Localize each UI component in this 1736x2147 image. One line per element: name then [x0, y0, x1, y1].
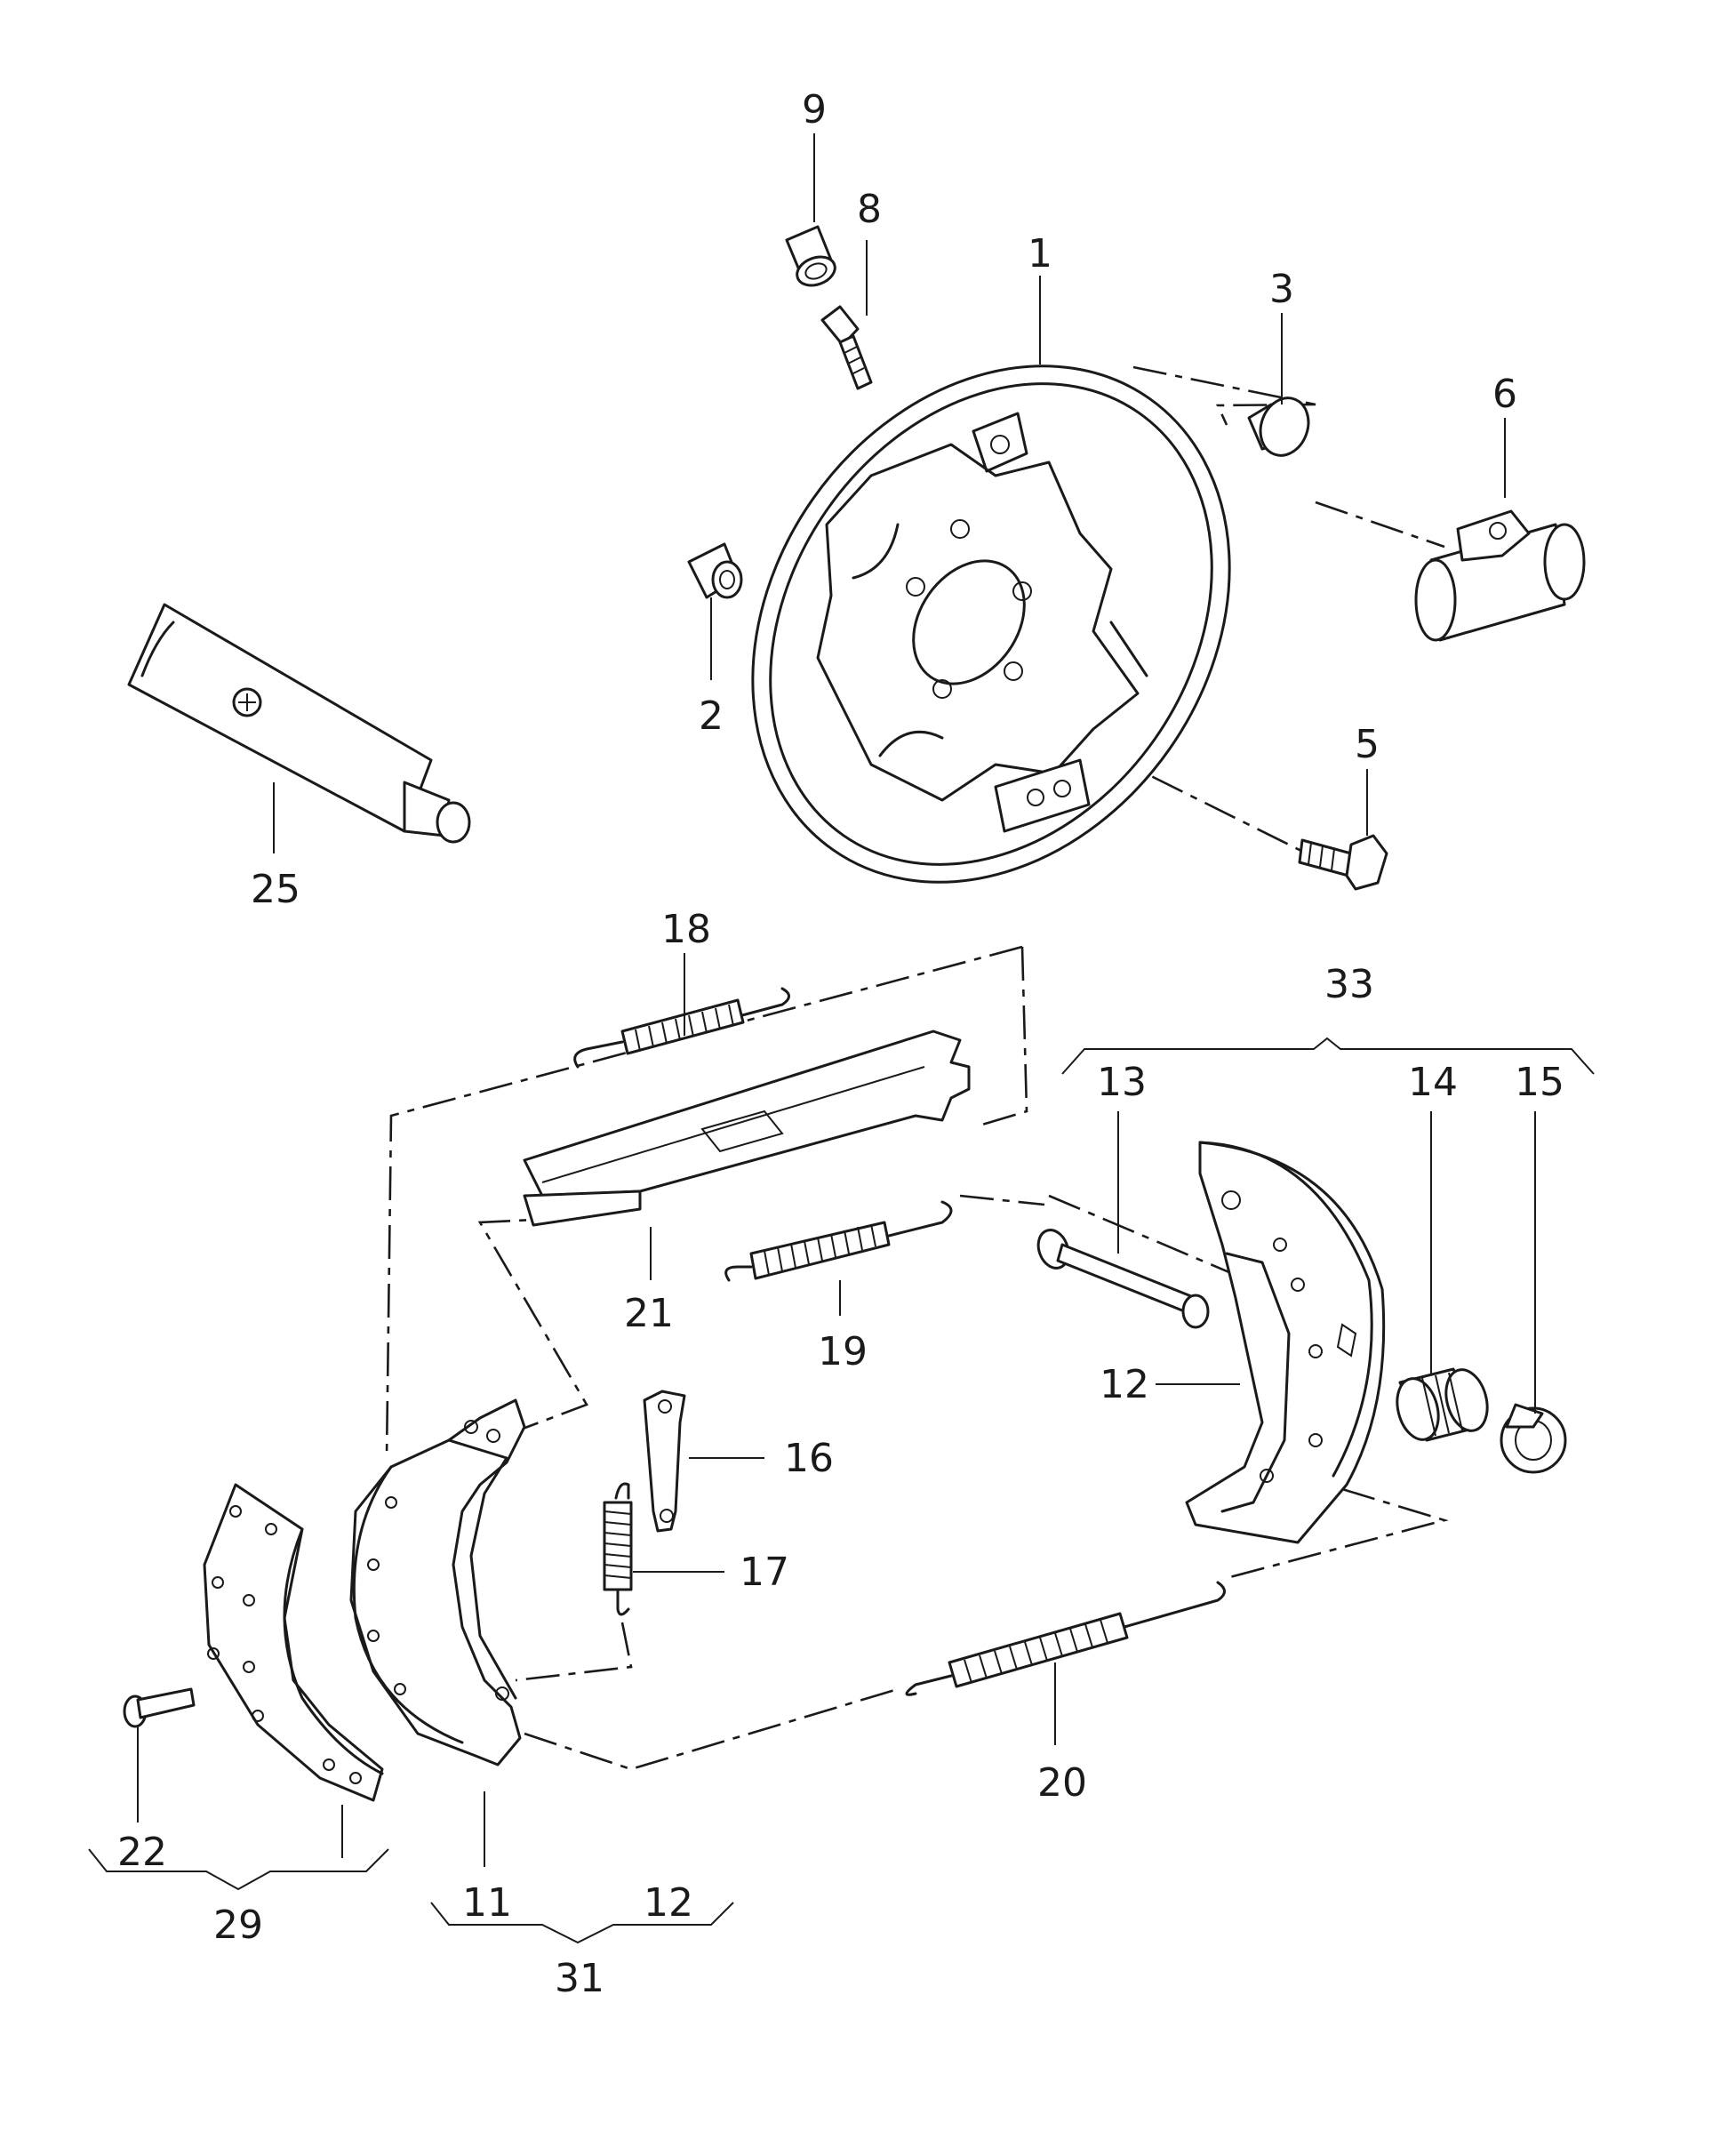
adjuster-sleeve-part-14: [1396, 1367, 1489, 1442]
label-15: 15: [1515, 1060, 1564, 1105]
backing-plate-part: [751, 365, 1231, 884]
label-2: 2: [699, 693, 724, 739]
callout-labels: 9 8 1 3 6 2 5 25 18 33 13 14 15 21 19 12…: [117, 87, 1564, 2001]
label-22: 22: [117, 1830, 167, 1875]
label-17: 17: [740, 1550, 789, 1595]
label-6: 6: [1492, 372, 1517, 417]
label-1: 1: [1028, 231, 1052, 276]
group-brackets: [88, 1037, 1595, 1944]
brake-lining-part-29: [203, 1483, 384, 1802]
spring-part-19: [724, 1200, 953, 1282]
label-29: 29: [213, 1903, 263, 1948]
label-12-bottom: 12: [644, 1880, 693, 1926]
bleeder-screw-part-8: [820, 305, 873, 390]
strut-part-21: [523, 1029, 971, 1227]
leader-lines: [137, 133, 1536, 1867]
label-31: 31: [555, 1956, 604, 2001]
label-25: 25: [251, 867, 300, 912]
label-11: 11: [462, 1880, 512, 1926]
spring-part-18: [573, 987, 790, 1069]
spring-part-17: [603, 1482, 633, 1616]
wheel-cylinder-part-6: [1414, 509, 1586, 642]
cap-part-3: [1247, 397, 1310, 457]
label-8: 8: [857, 187, 882, 232]
spring-part-20: [905, 1581, 1226, 1696]
lever-part-16: [643, 1390, 686, 1533]
bolt-part-5: [1298, 834, 1388, 891]
label-3: 3: [1269, 267, 1294, 312]
label-19: 19: [818, 1329, 868, 1374]
label-5: 5: [1355, 722, 1380, 767]
label-20: 20: [1037, 1760, 1087, 1806]
plug-part-2: [687, 542, 743, 599]
rivet-part-22: [123, 1687, 196, 1728]
adjuster-nut-part-15: [1500, 1403, 1567, 1474]
brake-shoe-left-part-11: [349, 1398, 526, 1766]
label-12-right: 12: [1100, 1362, 1149, 1407]
label-16: 16: [784, 1436, 834, 1481]
label-9: 9: [802, 87, 827, 132]
pin-part-13: [1036, 1229, 1210, 1329]
label-18: 18: [661, 907, 711, 952]
label-33: 33: [1324, 962, 1374, 1007]
label-13: 13: [1097, 1060, 1147, 1105]
brake-shoe-right-part-12: [1185, 1141, 1386, 1544]
label-14: 14: [1408, 1060, 1458, 1105]
label-21: 21: [624, 1291, 674, 1336]
dust-cap-part-9: [785, 225, 836, 287]
grease-tube-part-25: [127, 603, 471, 844]
